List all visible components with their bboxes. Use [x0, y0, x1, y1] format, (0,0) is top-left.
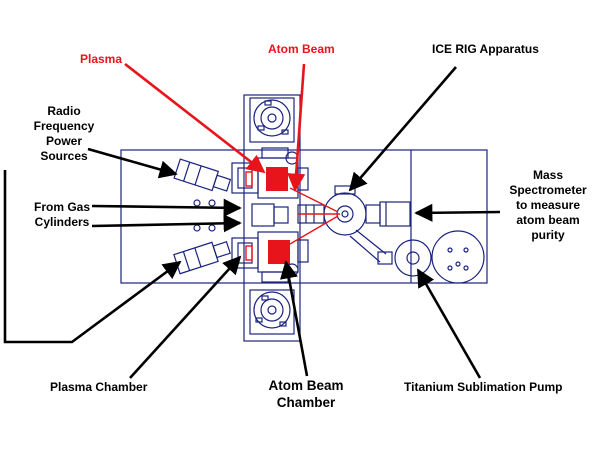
atom-beam-label: Atom Beam — [268, 42, 335, 56]
atom-beam-path — [289, 187, 340, 245]
mass-spectrometer-label: Mass Spectrometer to measure atom beam p… — [504, 168, 592, 243]
titanium-sublimation-pump-label: Titanium Sublimation Pump — [404, 380, 563, 394]
top-turbo-pump — [249, 97, 295, 143]
mass-spec-leader — [414, 203, 501, 222]
rf-leader-upper — [87, 147, 178, 179]
ice-rig-label: ICE RIG Apparatus — [432, 42, 539, 56]
titanium-sublimation-pump-drawing — [394, 239, 432, 277]
mass-line-3: to measure — [515, 198, 581, 212]
ice-rig-chamber — [323, 185, 367, 236]
ice-rig-leader — [348, 66, 457, 192]
tsp-leader — [416, 268, 482, 379]
lower-rf-source — [173, 241, 231, 275]
mass-line-4: atom beam — [516, 213, 580, 227]
plasma-leader — [124, 62, 266, 174]
mass-line-1: Mass — [532, 168, 564, 182]
plasma-label: Plasma — [80, 52, 123, 66]
gas-leader-upper — [91, 198, 242, 217]
gas-valve-block — [193, 199, 289, 232]
upper-rf-source — [173, 158, 232, 192]
mass-line-5: purity — [531, 228, 565, 242]
bottom-turbo-pump — [249, 289, 295, 335]
rf-line-2: Frequency — [33, 119, 95, 133]
vertical-cross-bar — [243, 94, 301, 342]
rf-line-4: Sources — [40, 149, 88, 163]
rf-line-1: Radio — [47, 104, 81, 118]
atom-beam-chamber-leader — [280, 260, 309, 377]
main-table-outline — [120, 149, 488, 284]
gas-line-1: From Gas — [33, 200, 90, 214]
gas-leader-lower — [91, 214, 242, 233]
gas-line-2: Cylinders — [34, 215, 90, 229]
rf-sources-label: Radio Frequency Power Sources — [18, 104, 110, 164]
gas-cylinders-label: From Gas Cylinders — [22, 200, 102, 230]
atom-beam-leader — [287, 63, 306, 192]
ion-pump-disk — [431, 230, 485, 284]
abc-line-2: Chamber — [276, 395, 336, 410]
rf-leader-lower — [3, 170, 182, 344]
atom-beam-chamber-label: Atom Beam Chamber — [256, 377, 356, 411]
abc-line-1: Atom Beam — [268, 378, 344, 393]
plasma-chamber-label: Plasma Chamber — [50, 380, 148, 394]
mass-line-2: Spectrometer — [509, 183, 587, 197]
tsp-pipe — [349, 229, 393, 265]
plasma-chamber-leader — [129, 255, 242, 379]
rf-line-3: Power — [45, 134, 82, 148]
mass-spectrometer — [365, 201, 411, 227]
plasma-highlight-regions — [245, 167, 290, 264]
